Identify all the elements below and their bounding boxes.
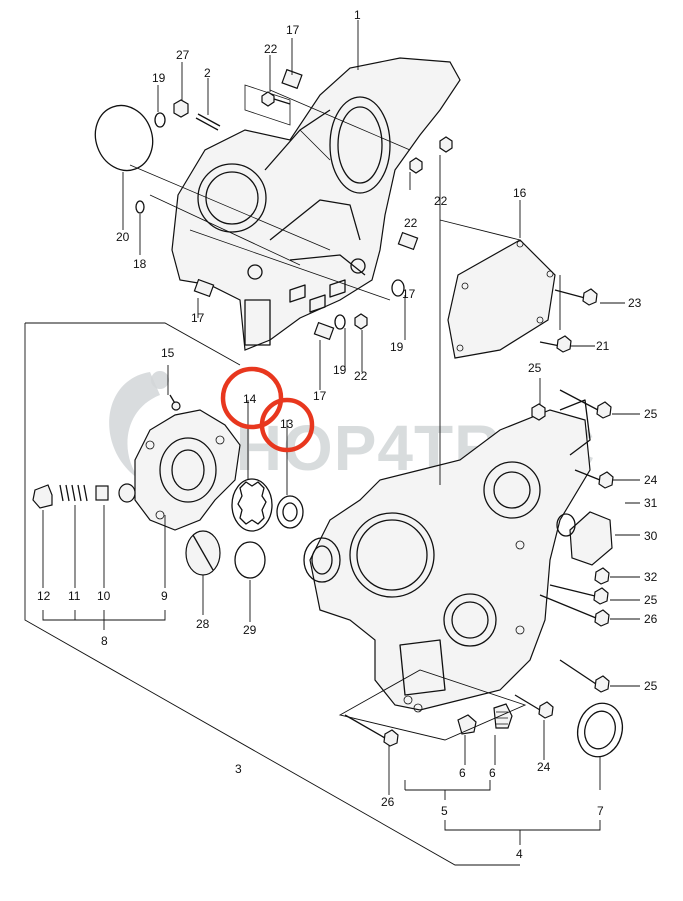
callout-25-right: 25	[644, 407, 658, 421]
o-ring-31-icon	[556, 513, 576, 537]
callout-32: 32	[644, 570, 658, 584]
callout-17-top: 17	[286, 23, 300, 37]
bolt-26-icon	[344, 594, 610, 747]
callout-25-bottom: 25	[644, 679, 658, 693]
callout-14: 14	[243, 392, 257, 406]
callout-4: 4	[516, 847, 523, 861]
plug-6-icon	[457, 703, 513, 735]
callout-18: 18	[133, 257, 147, 271]
plug-12-icon	[32, 484, 53, 509]
callout-19-bottom: 19	[333, 363, 347, 377]
callout-2: 2	[204, 66, 211, 80]
highlight-circle-14	[220, 366, 284, 430]
callout-7: 7	[597, 804, 604, 818]
bolt-25-icon	[531, 389, 612, 693]
bolt-22-top-icon	[261, 91, 291, 107]
callout-27: 27	[176, 48, 190, 62]
callout-8: 8	[101, 634, 108, 648]
callout-5: 5	[441, 804, 448, 818]
gear-case-drawing	[129, 57, 461, 351]
outer-rotor-14-icon	[231, 478, 273, 532]
callout-30: 30	[644, 529, 658, 543]
oil-seal-icon	[303, 537, 341, 583]
bolt-23-icon	[554, 288, 598, 306]
callout-26-right: 26	[644, 612, 658, 626]
bolt-22-right-icon	[354, 136, 453, 330]
callout-25-middle: 25	[644, 593, 658, 607]
relief-valve-drawing	[32, 483, 136, 509]
callout-28: 28	[196, 617, 210, 631]
callout-17-left: 17	[191, 311, 205, 325]
callout-1: 1	[354, 8, 361, 22]
callout-24-right: 24	[644, 473, 658, 487]
dowel-17-right-icon	[397, 231, 419, 251]
callout-31: 31	[644, 496, 658, 510]
o-ring-19-bottom-icon	[334, 314, 346, 330]
o-ring-29-icon	[234, 541, 266, 579]
bolt-24-icon	[514, 469, 614, 719]
bolt-21-icon	[539, 335, 572, 353]
o-ring-18-icon	[135, 200, 145, 214]
callout-11: 11	[68, 589, 81, 603]
callout-24-bottom: 24	[537, 760, 551, 774]
callout-16: 16	[513, 186, 527, 200]
callout-22-middle: 22	[404, 216, 418, 230]
leader-lines	[24, 20, 640, 866]
callout-21: 21	[596, 339, 610, 353]
dowel-17-bottom-icon	[313, 321, 335, 341]
callout-22-right: 22	[434, 194, 448, 208]
callout-25-top: 25	[528, 361, 542, 375]
callout-15: 15	[161, 346, 175, 360]
inner-rotor-13-icon	[276, 495, 304, 529]
stud-2-icon	[195, 113, 221, 131]
dowel-17-left-icon	[193, 278, 215, 298]
o-ring-19-right-icon	[391, 279, 405, 297]
callout-10: 10	[97, 589, 111, 603]
callout-6-right: 6	[489, 766, 496, 780]
callout-29: 29	[243, 623, 257, 637]
o-ring-19-icon	[154, 112, 166, 128]
cover-30-icon	[556, 511, 613, 585]
callout-23: 23	[628, 296, 642, 310]
o-ring-20-icon	[94, 104, 154, 172]
callout-19-right: 19	[390, 340, 404, 354]
cover-plate-drawing	[447, 239, 556, 359]
callout-6-left: 6	[459, 766, 466, 780]
callout-labels: 1 2 3 4 5 6 6 7 8 9 10 11 12 13 14 15 16…	[37, 8, 658, 861]
callout-13: 13	[280, 417, 294, 431]
callout-17-right: 17	[402, 287, 416, 301]
callout-22-top: 22	[264, 42, 278, 56]
callout-22-bottom: 22	[354, 369, 368, 383]
oil-seal-7-icon	[576, 702, 624, 758]
callout-26-bottom: 26	[381, 795, 395, 809]
highlight-circle-13	[259, 397, 315, 453]
callout-9: 9	[161, 589, 168, 603]
callout-20: 20	[116, 230, 130, 244]
callout-12: 12	[37, 589, 51, 603]
timing-case-drawing	[309, 399, 591, 713]
callout-17-bottom: 17	[313, 389, 327, 403]
nut-27-icon	[173, 99, 189, 118]
callout-19-top: 19	[152, 71, 166, 85]
screw-15-icon	[169, 394, 181, 411]
oil-pump-drawing	[134, 409, 241, 531]
callout-3: 3	[235, 762, 242, 776]
dowel-17-top-icon	[281, 68, 303, 90]
cap-28-icon	[185, 530, 221, 576]
bolt-32-icon	[594, 567, 610, 585]
